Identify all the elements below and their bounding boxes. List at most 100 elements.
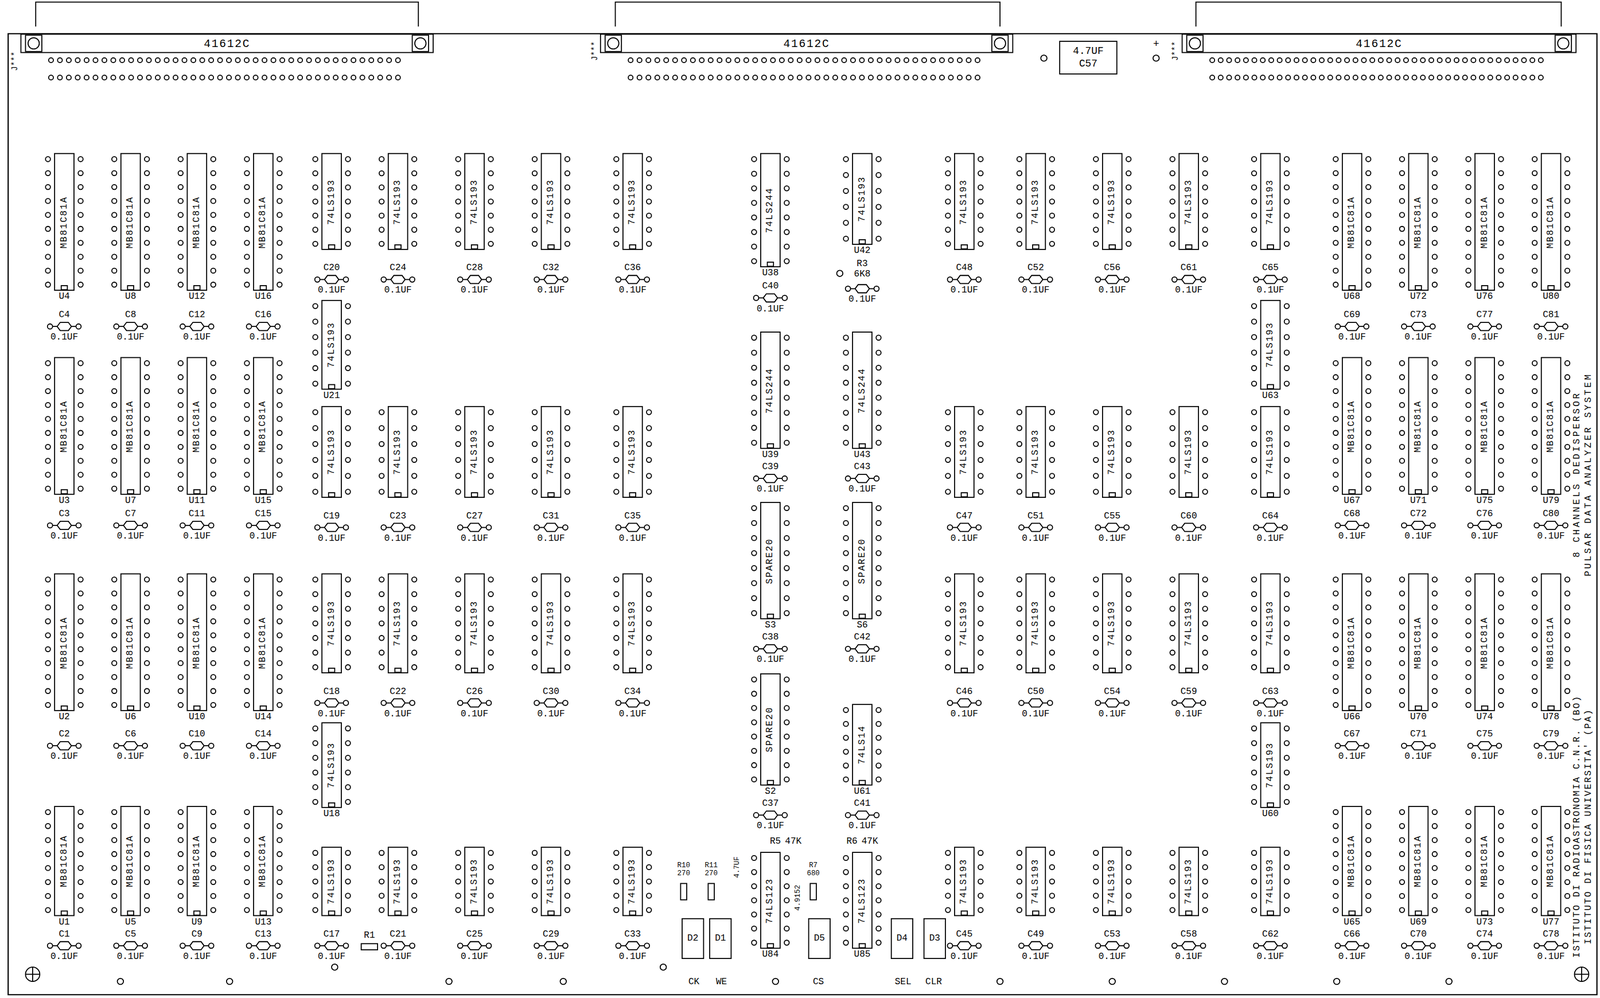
connector-pin <box>904 75 909 80</box>
pin1-notch <box>629 911 636 916</box>
ic-pin <box>1251 606 1257 612</box>
ic-pin <box>1169 621 1175 627</box>
ic-pin <box>312 318 318 325</box>
ic-pin <box>78 674 84 680</box>
ic-pin <box>1365 282 1372 288</box>
ic-pin <box>45 632 51 638</box>
pin1-notch <box>859 943 866 948</box>
ic-pin <box>144 688 150 695</box>
pin1-notch <box>547 911 555 916</box>
ic-pin <box>277 282 283 288</box>
ic-pin <box>1432 388 1438 395</box>
ic-pin <box>1365 184 1372 190</box>
ic-pin <box>277 907 283 913</box>
mount-hole <box>607 37 620 50</box>
ic-pin <box>1532 810 1538 816</box>
ic-pin <box>210 647 216 653</box>
ic-pin <box>565 489 571 495</box>
ic-pin <box>1251 199 1257 205</box>
connector-pin <box>779 75 785 80</box>
connector-pin <box>1209 57 1215 63</box>
connector-pin <box>734 57 740 63</box>
ic-pin <box>1365 472 1372 478</box>
ic-pin <box>244 170 250 177</box>
ic-pin <box>843 188 849 194</box>
connector-pin <box>966 57 971 63</box>
capacitor: C810.1UF <box>1532 310 1570 344</box>
connector-pin <box>173 57 178 63</box>
capacitor-body <box>185 941 209 951</box>
ic-pin <box>244 472 250 478</box>
ic-pin <box>1532 360 1538 367</box>
ic-pin <box>345 621 351 627</box>
ic-pin <box>978 199 984 205</box>
ic-pin <box>1049 650 1056 656</box>
ic-pin <box>1465 688 1471 695</box>
ic-pin <box>78 688 84 695</box>
ic-pin <box>945 850 951 856</box>
connector-pin <box>1504 57 1510 63</box>
ic-pin <box>1365 702 1372 708</box>
capacitor: C80.1UF <box>112 310 150 344</box>
pin1-notch <box>394 668 402 673</box>
ic-pin <box>1432 851 1438 858</box>
ic-pin <box>78 632 84 638</box>
board-outline <box>8 33 1597 996</box>
connector-pin <box>921 57 927 63</box>
ic-pin <box>646 879 652 885</box>
ic-pin <box>178 632 184 638</box>
ic-pin <box>1284 334 1290 340</box>
pad <box>1562 943 1568 949</box>
ic-pin <box>1565 590 1571 597</box>
pin1-notch <box>1032 244 1039 249</box>
designator-label: U73 <box>1476 917 1494 928</box>
ic-pin <box>1432 486 1438 492</box>
ic-pin <box>1093 577 1099 583</box>
designator-label: C69 <box>1343 310 1361 321</box>
ic-pin <box>144 837 150 843</box>
connector-pin <box>395 57 401 63</box>
ic-pin <box>312 799 318 805</box>
connector-pin <box>734 75 740 80</box>
ic-pin <box>455 893 461 899</box>
designator-label: U10 <box>188 712 206 723</box>
ic-pin <box>277 458 283 464</box>
ic-pin <box>455 241 461 247</box>
ic-pin <box>210 486 216 492</box>
ic-pin <box>277 156 283 162</box>
ic-pin <box>379 635 385 641</box>
ic-pin <box>613 850 620 856</box>
ic-pin <box>843 365 849 371</box>
designator-label: C66 <box>1343 929 1361 940</box>
ic-pin <box>876 505 882 512</box>
connector-pin <box>1470 75 1476 80</box>
ic-pin <box>1399 388 1405 395</box>
connector-pin <box>75 57 80 63</box>
connector-pin <box>1411 75 1417 80</box>
capacitor: C680.1UF <box>1333 509 1371 543</box>
ic-pin <box>1432 647 1438 653</box>
ic-pin <box>345 213 351 219</box>
ic-pin <box>244 282 250 288</box>
capacitor-symbol <box>45 740 83 753</box>
ic-pin <box>751 156 757 162</box>
part-label: MB81C81A <box>258 835 269 888</box>
ic-pin <box>345 799 351 805</box>
designator-label: U13 <box>254 917 272 928</box>
ic-pin <box>876 236 882 242</box>
ic-pin <box>488 425 494 431</box>
ic-pin <box>144 632 150 638</box>
part-label: MB81C81A <box>1347 195 1358 248</box>
connector-pin <box>708 75 714 80</box>
ic-pin <box>1498 605 1504 611</box>
ic-pin <box>1284 740 1290 746</box>
ic-pin <box>411 650 418 656</box>
mount-hole <box>1189 37 1201 50</box>
capacitor-symbol <box>1532 740 1570 753</box>
ic-pin <box>1465 674 1471 680</box>
ic-pin <box>244 240 250 246</box>
connector-pin <box>1437 57 1443 63</box>
ic-pin <box>312 865 318 871</box>
ic-pin <box>613 621 620 627</box>
ic-pin <box>1365 170 1372 177</box>
